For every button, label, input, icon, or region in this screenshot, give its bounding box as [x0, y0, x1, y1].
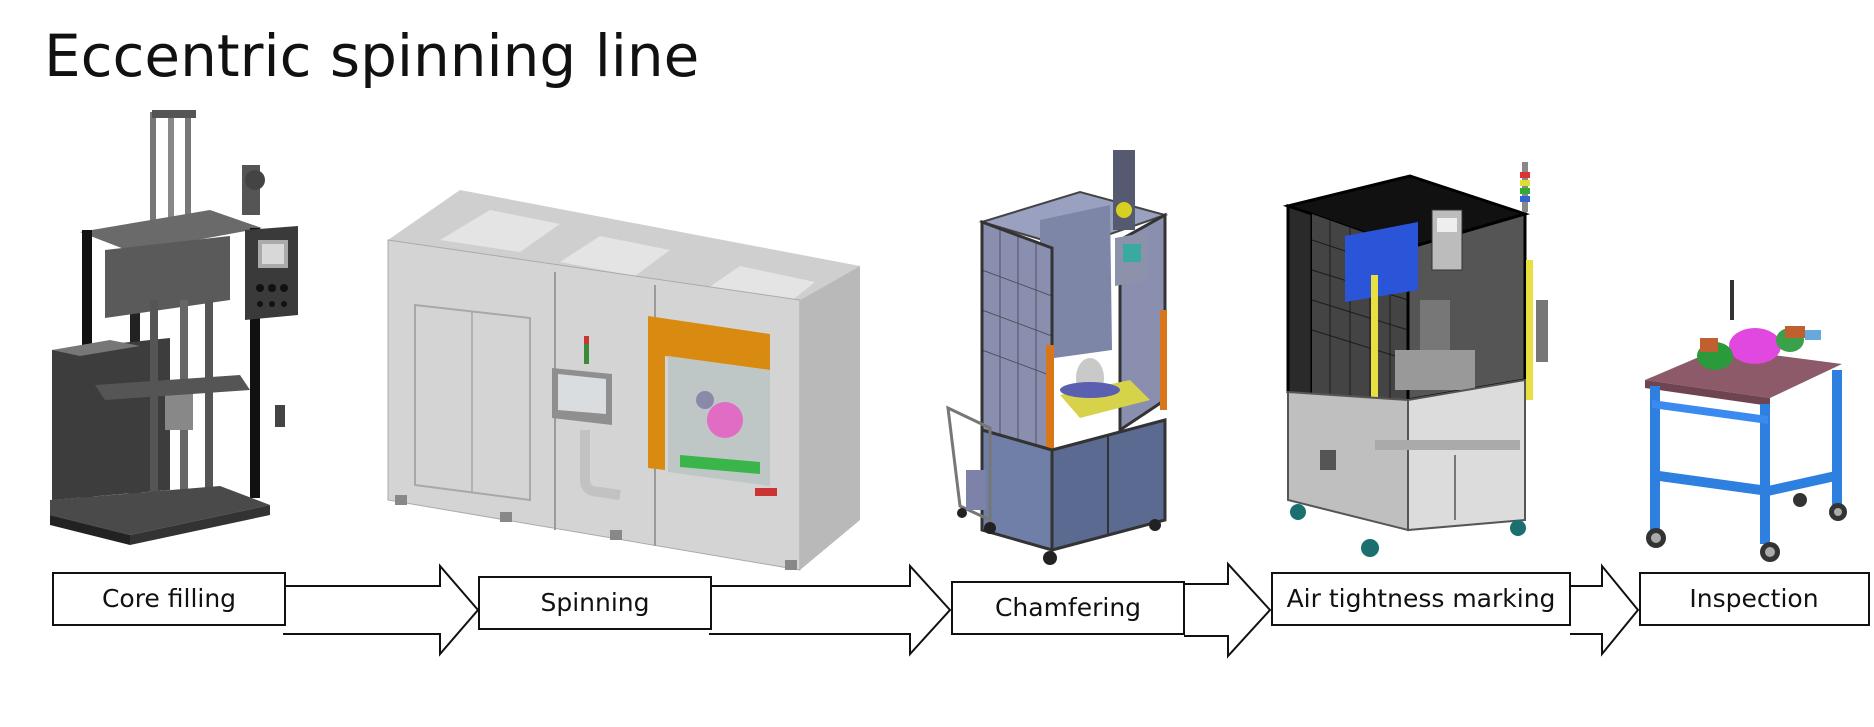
step-boxes [52, 572, 1870, 635]
step-box-chamfering [951, 581, 1185, 635]
step-labels: Core filling Spinning Chamfering Air tig… [102, 584, 1819, 622]
inspection-station [1645, 280, 1847, 562]
page-title: Eccentric spinning line [44, 22, 700, 90]
flow-arrows [283, 561, 1640, 659]
spinning-machine [387, 190, 860, 571]
step-label-spinning: Spinning [540, 588, 649, 617]
step-label-inspection: Inspection [1689, 584, 1818, 613]
step-box-air-tightness-marking [1271, 572, 1571, 626]
step-label-core-filling: Core filling [102, 584, 236, 613]
chamfering-machine [946, 150, 1169, 565]
arrow-2 [709, 563, 952, 657]
arrow-1 [283, 563, 480, 657]
arrow-3 [1184, 561, 1272, 659]
step-label-air-tightness-marking: Air tightness marking [1287, 584, 1556, 613]
core-filling-machine [50, 110, 298, 545]
arrow-4 [1570, 563, 1640, 657]
step-box-spinning [478, 576, 712, 630]
air-tightness-marking-machine [1282, 162, 1548, 557]
step-label-chamfering: Chamfering [995, 593, 1141, 622]
step-box-core-filling [52, 572, 286, 626]
step-box-inspection [1639, 572, 1870, 626]
